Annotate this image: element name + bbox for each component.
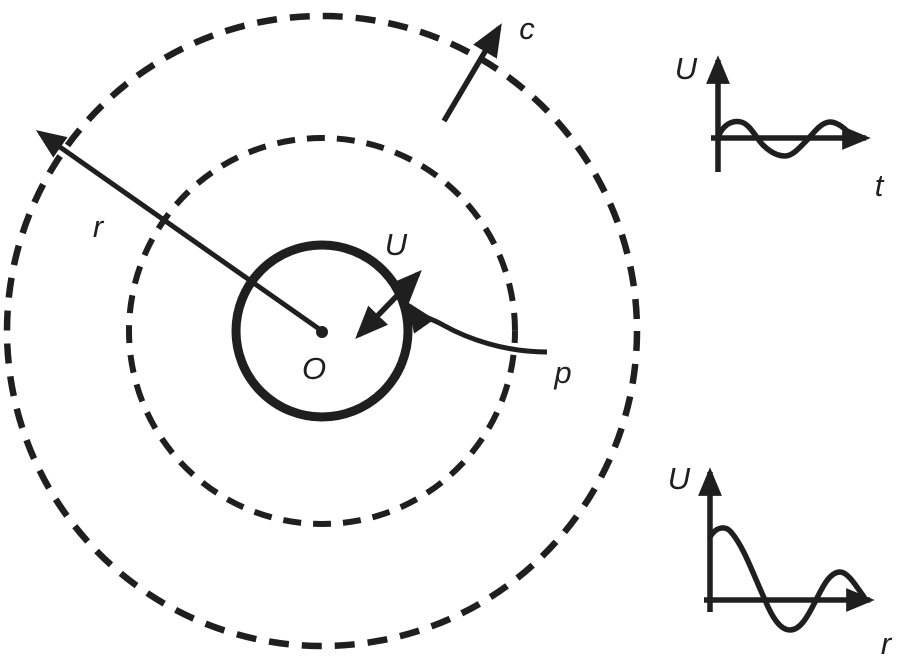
space-graph-curve: [707, 525, 867, 633]
space-graph-x-label: r: [881, 626, 893, 661]
time-graph-curve: [716, 118, 851, 159]
time-graph: U t: [675, 51, 885, 203]
surface-pointer-curve: [407, 301, 548, 355]
oscillation-double-arrow: [355, 270, 422, 339]
middle-wavefront-circle: [126, 135, 518, 527]
wavefront-diagram: r c U O p: [3, 11, 641, 650]
wave-speed-label: c: [519, 11, 535, 46]
radius-label: r: [93, 209, 105, 244]
space-graph: U r: [668, 461, 893, 661]
space-graph-y-label: U: [668, 461, 691, 496]
oscillation-label: U: [385, 227, 408, 262]
radius-arrow: [35, 130, 324, 334]
surface-pointer-label: p: [553, 355, 571, 390]
origin-label: O: [302, 351, 326, 386]
time-graph-x-label: t: [875, 168, 885, 203]
wave-speed-arrow: [441, 23, 502, 123]
outer-wavefront-circle: [3, 12, 641, 650]
time-graph-y-label: U: [675, 51, 698, 86]
